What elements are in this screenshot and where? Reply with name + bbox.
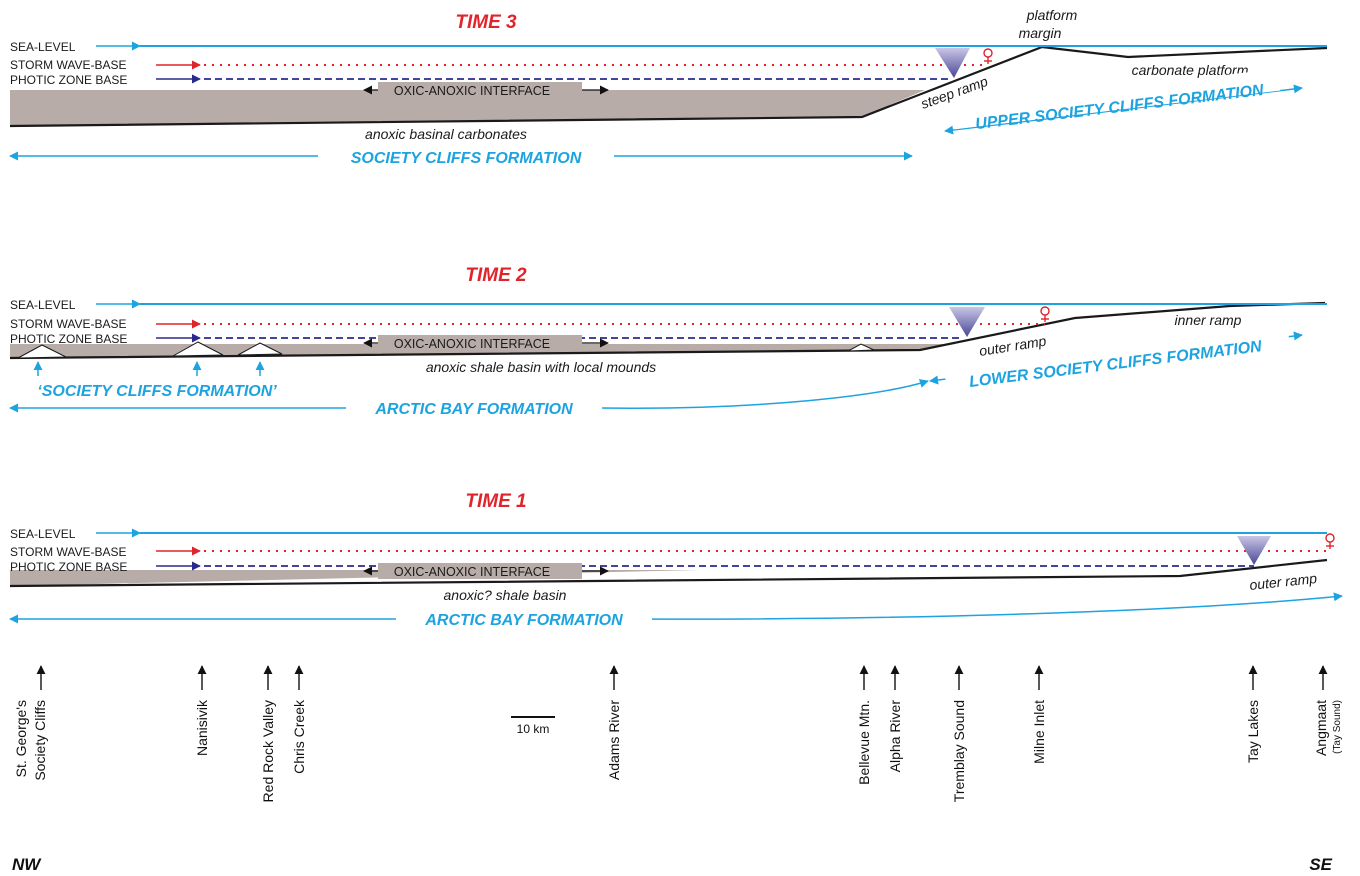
time-2-basin-label: anoxic shale basin with local mounds [426, 359, 656, 375]
scale-bar: 10 km [511, 716, 555, 736]
time-2-storm-wave-base-label: STORM WAVE-BASE [10, 317, 126, 331]
time-3-society-cliffs-label: SOCIETY CLIFFS FORMATION [351, 150, 582, 167]
locality-st-georges: St. George's [13, 700, 29, 777]
time-1-oxygen-symbol [1325, 533, 1335, 549]
time-3-margin-label: margin [1019, 25, 1062, 41]
locality-tremblay: Tremblay Sound [951, 700, 967, 802]
time-2-oxygen-symbol [1040, 306, 1050, 322]
time-2-mounds [17, 341, 875, 359]
time-1-title: TIME 1 [465, 491, 526, 512]
time-3-upper-formation-bg [951, 68, 1281, 130]
panel-time-3: TIME 3 SEA-LEVEL STORM WAVE-BASE PHOTIC … [9, 7, 1328, 167]
mound-4 [847, 343, 875, 352]
time-2-arctic-bay-bg [346, 399, 602, 419]
time-2-interface-bg [378, 335, 582, 351]
locality-labels: St. George's Society Cliffs Nanisivik Re… [13, 699, 1343, 802]
time-3-basinal-label: anoxic basinal carbonates [365, 126, 527, 142]
time-2-interface-label: OXIC-ANOXIC INTERFACE [394, 337, 550, 351]
time-3-title: TIME 3 [455, 12, 517, 33]
time-1-sea-level-label: SEA-LEVEL [10, 527, 76, 541]
mound-2 [172, 341, 224, 357]
time-3-platform-label: platform [1026, 7, 1078, 23]
time-1-interface-label: OXIC-ANOXIC INTERFACE [394, 565, 550, 579]
time-3-storm-wave-base-label: STORM WAVE-BASE [10, 58, 126, 72]
time-3-photic-zone-base-label: PHOTIC ZONE BASE [10, 73, 127, 87]
time-1-photic-funnel [1237, 536, 1271, 565]
time-3-society-cliffs-bg [318, 147, 614, 167]
time-3-upper-formation-arrow [944, 84, 1303, 135]
time-2-photic-funnel [949, 307, 985, 337]
time-1-photic-zone-base-label: PHOTIC ZONE BASE [10, 560, 127, 574]
time-1-interface-bg [378, 563, 582, 579]
locality-society-cliffs: Society Cliffs [32, 700, 48, 781]
time-2-arctic-bay-label: ARCTIC BAY FORMATION [374, 401, 573, 418]
time-1-storm-wave-base-label: STORM WAVE-BASE [10, 545, 126, 559]
locality-adams-river: Adams River [606, 700, 622, 780]
mound-3 [237, 342, 283, 356]
locality-bellevue: Bellevue Mtn. [856, 700, 872, 785]
time-3-carbonate-platform-label: carbonate platform [1132, 62, 1249, 78]
locality-red-rock-valley: Red Rock Valley [260, 700, 276, 802]
time-1-outer-ramp-label: outer ramp [1249, 570, 1318, 593]
time-2-title: TIME 2 [465, 265, 527, 286]
time-2-society-cliffs-label: ‘SOCIETY CLIFFS FORMATION’ [37, 383, 277, 400]
time-3-interface-bg [378, 82, 582, 98]
locality-alpha-river: Alpha River [887, 700, 903, 773]
locality-milne: Milne Inlet [1031, 700, 1047, 764]
time-1-basin-label: anoxic? shale basin [444, 587, 567, 603]
time-2-mound-arrows [33, 361, 265, 376]
time-2-lower-formation-bg [943, 324, 1291, 389]
locality-arrows [36, 665, 1328, 690]
locality-chris-creek: Chris Creek [291, 699, 307, 774]
panel-time-1: TIME 1 SEA-LEVEL STORM WAVE-BASE PHOTIC … [9, 491, 1343, 630]
time-2-arctic-bay-arrow [9, 379, 929, 413]
mound-1 [17, 344, 67, 359]
time-3-oxygen-symbol [983, 48, 993, 64]
direction-nw: NW [12, 855, 42, 874]
time-3-sediment-fill [10, 90, 925, 126]
time-2-photic-zone-base-label: PHOTIC ZONE BASE [10, 332, 127, 346]
time-2-inner-ramp-label: inner ramp [1175, 312, 1242, 328]
time-1-arctic-bay-bg [396, 610, 652, 630]
locality-tay-sound: (Tay Sound) [1332, 700, 1343, 754]
locality-tay-lakes: Tay Lakes [1245, 700, 1261, 763]
time-3-photic-funnel [935, 48, 970, 78]
time-2-sea-level-label: SEA-LEVEL [10, 298, 76, 312]
time-1-arctic-bay-arrow [9, 592, 1343, 624]
locality-angmaat: Angmaat [1313, 700, 1329, 756]
direction-se: SE [1309, 855, 1332, 874]
scale-bar-label: 10 km [517, 722, 550, 736]
time-3-interface-label: OXIC-ANOXIC INTERFACE [394, 84, 550, 98]
time-3-sea-level-label: SEA-LEVEL [10, 40, 76, 54]
locality-nanisivik: Nanisivik [194, 699, 210, 756]
time-1-seafloor-line [9, 558, 1328, 588]
panel-time-2: TIME 2 SEA-LEVEL STORM WAVE-BASE PHOTIC … [9, 265, 1327, 419]
time-1-arctic-bay-label: ARCTIC BAY FORMATION [424, 612, 623, 629]
